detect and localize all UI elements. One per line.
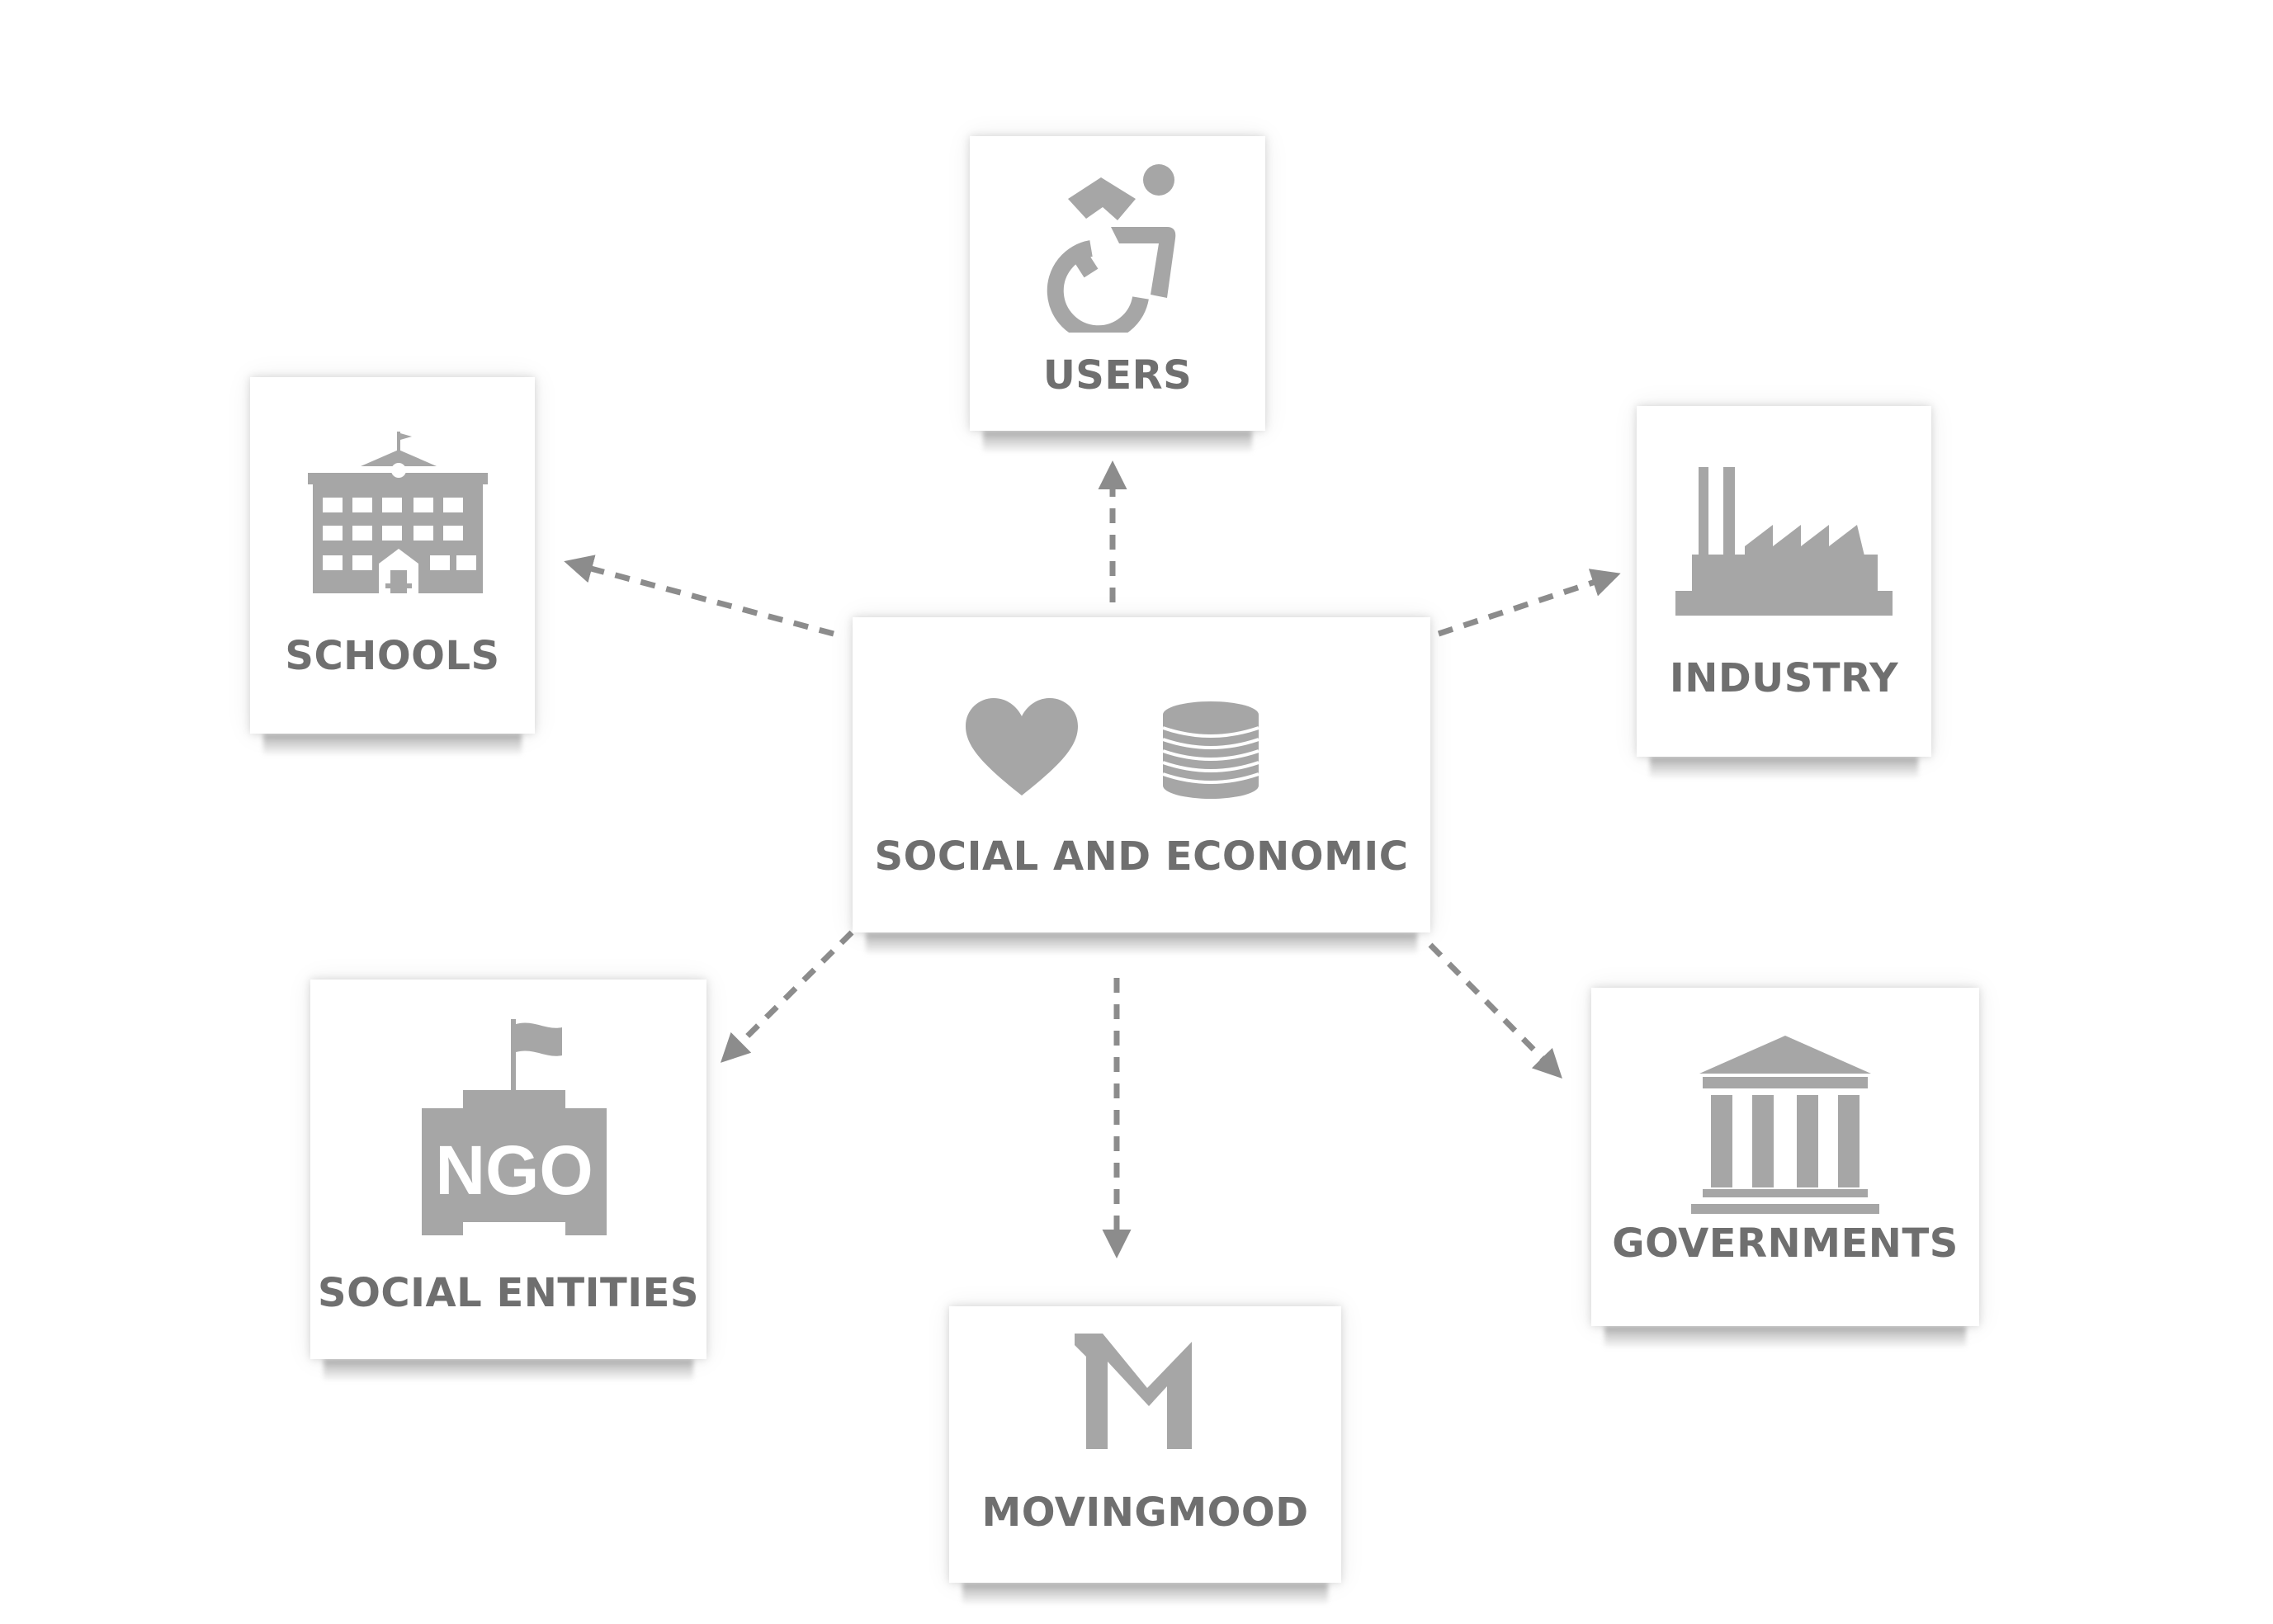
arrow-to-schools: [564, 555, 834, 637]
arrow-to-governments: [1428, 942, 1562, 1079]
movingmood-logo-icon: [1075, 1334, 1192, 1449]
government-building-icon: [1691, 1036, 1879, 1214]
governments-label: GOVERNMENTS: [1612, 1220, 1959, 1267]
center-card: SOCIAL AND ECONOMIC: [853, 617, 1430, 932]
social-entities-label: SOCIAL ENTITIES: [318, 1270, 699, 1316]
movingmood-card: MOVINGMOOD: [949, 1306, 1341, 1583]
schools-label: SCHOOLS: [285, 633, 500, 679]
users-card: USERS: [970, 136, 1265, 431]
center-label: SOCIAL AND ECONOMIC: [874, 833, 1409, 880]
wheelchair-icon: [1047, 164, 1176, 333]
ngo-building-icon: NGO: [422, 1019, 607, 1235]
arrow-to-industry: [1437, 569, 1621, 637]
ngo-icon-text: NGO: [435, 1131, 593, 1209]
heart-icon: [966, 698, 1078, 795]
schools-card: SCHOOLS: [250, 377, 535, 734]
coin-stack-icon: [1162, 701, 1259, 799]
movingmood-label: MOVINGMOOD: [981, 1489, 1309, 1536]
factory-icon: [1675, 467, 1893, 616]
school-building-icon: [308, 432, 488, 593]
arrow-to-social-entities: [721, 930, 854, 1063]
social-entities-card: NGO SOCIAL ENTITIES: [310, 980, 706, 1359]
industry-card: INDUSTRY: [1637, 406, 1931, 757]
governments-card: GOVERNMENTS: [1591, 988, 1979, 1326]
industry-label: INDUSTRY: [1669, 655, 1899, 701]
users-label: USERS: [1042, 352, 1193, 399]
